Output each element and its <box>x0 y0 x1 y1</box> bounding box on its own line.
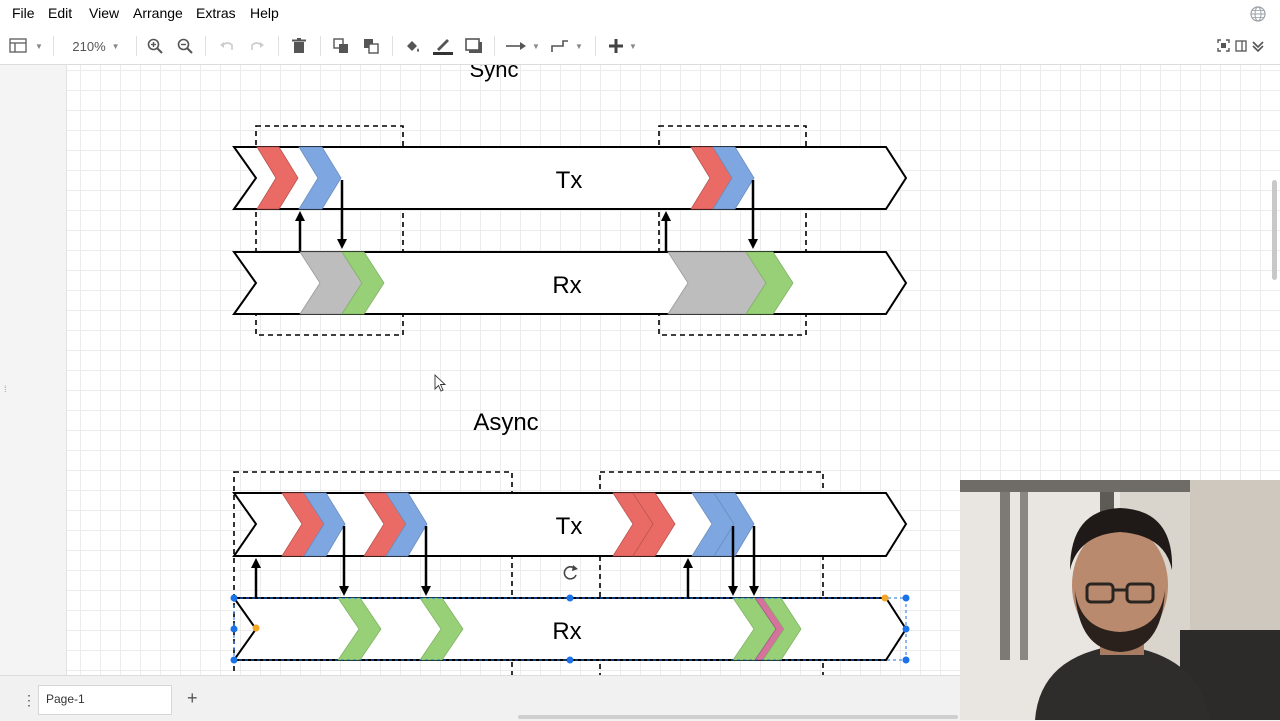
zoom-in-icon <box>147 38 163 54</box>
to-front-icon <box>333 38 348 53</box>
line-color-icon <box>433 39 453 55</box>
async-tx-blue-chevron-1[interactable] <box>303 492 346 557</box>
pages-menu-icon[interactable]: ⋮ <box>22 692 36 708</box>
fullscreen-icon <box>1217 39 1264 53</box>
webcam-person-image <box>960 480 1280 720</box>
line-color-button[interactable] <box>432 36 454 56</box>
menu-file[interactable]: File <box>12 5 35 21</box>
fill-color-icon <box>407 41 419 52</box>
sync-tx-blue-chevron-2[interactable] <box>712 146 755 210</box>
menu-arrange[interactable]: Arrange <box>133 5 183 21</box>
sync-tx-label: Tx <box>556 167 583 194</box>
to-back-icon <box>364 39 379 54</box>
async-tx-blue-chevron-4[interactable] <box>713 492 755 557</box>
format-panel-icon <box>9 38 27 53</box>
insert-icon <box>609 39 624 53</box>
async-group-right[interactable] <box>599 471 824 675</box>
connection-icon <box>506 42 527 50</box>
panel-resize-handle[interactable]: ⁞ <box>4 384 7 394</box>
insert-button[interactable]: ▼ <box>605 36 641 56</box>
zoom-in-button[interactable] <box>145 36 165 56</box>
shadow-icon <box>465 38 482 53</box>
sync-tx-red-chevron[interactable] <box>256 146 299 210</box>
connection-style-button[interactable]: ▼ <box>505 36 541 56</box>
fullscreen-button[interactable] <box>1216 36 1266 56</box>
redo-icon <box>251 42 264 50</box>
sync-rx-green-chevron[interactable] <box>341 251 385 315</box>
page-tabs-scrollbar[interactable] <box>518 715 958 719</box>
to-back-button[interactable] <box>361 36 381 56</box>
page-tab-1[interactable]: Page-1 <box>38 685 172 715</box>
sync-group-left[interactable] <box>255 125 404 336</box>
async-tx-red-chevron-4[interactable] <box>632 492 676 557</box>
sync-tx-blue-chevron[interactable] <box>298 146 342 210</box>
zoom-out-button[interactable] <box>175 36 195 56</box>
delete-button[interactable] <box>289 36 309 56</box>
vertical-scroll-thumb[interactable] <box>1272 180 1277 280</box>
menu-view[interactable]: View <box>89 5 120 21</box>
shadow-button[interactable] <box>463 36 485 56</box>
undo-icon <box>220 42 233 50</box>
fill-color-button[interactable] <box>403 36 423 56</box>
redo-button[interactable] <box>247 36 267 56</box>
menu-help[interactable]: Help <box>250 5 279 21</box>
async-tx-label: Tx <box>556 513 583 540</box>
mouse-cursor-icon <box>434 373 447 392</box>
diagram: Sync Tx Rx Async Tx Rx <box>230 65 910 675</box>
waypoints-icon <box>551 40 569 52</box>
to-front-button[interactable] <box>331 36 351 56</box>
rotate-icon[interactable] <box>563 565 578 580</box>
selection-handles[interactable] <box>230 594 910 664</box>
async-title: Async <box>473 409 538 436</box>
zoom-level: 210% <box>72 38 106 54</box>
zoom-dropdown[interactable]: 210%▼ <box>72 38 120 54</box>
async-rx-label: Rx <box>552 618 581 645</box>
async-group-left[interactable] <box>233 471 513 675</box>
async-rx-green-chevron-2[interactable] <box>419 597 464 661</box>
sync-title: Sync <box>470 65 519 82</box>
sync-rx-green-chevron-2[interactable] <box>745 251 794 315</box>
format-panel-button[interactable]: ▼ <box>8 36 44 56</box>
menu-extras[interactable]: Extras <box>196 5 236 21</box>
webcam-overlay <box>960 480 1280 720</box>
globe-icon[interactable] <box>1250 6 1266 22</box>
zoom-out-icon <box>177 38 193 54</box>
page-tab-label: Page-1 <box>46 692 85 706</box>
undo-button[interactable] <box>217 36 237 56</box>
async-tx-blue-chevron-2[interactable] <box>385 492 428 557</box>
menu-bar: File Edit View Arrange Extras Help <box>0 0 1280 28</box>
toolbar: ▼ 210%▼ <box>0 28 1280 65</box>
waypoints-button[interactable]: ▼ <box>549 36 585 56</box>
sync-group-right[interactable] <box>658 125 807 336</box>
delete-icon <box>292 38 306 53</box>
menu-edit[interactable]: Edit <box>48 5 73 21</box>
sync-rx-label: Rx <box>552 272 581 299</box>
add-page-icon[interactable]: + <box>187 688 198 708</box>
shapes-panel-collapsed <box>0 65 67 675</box>
